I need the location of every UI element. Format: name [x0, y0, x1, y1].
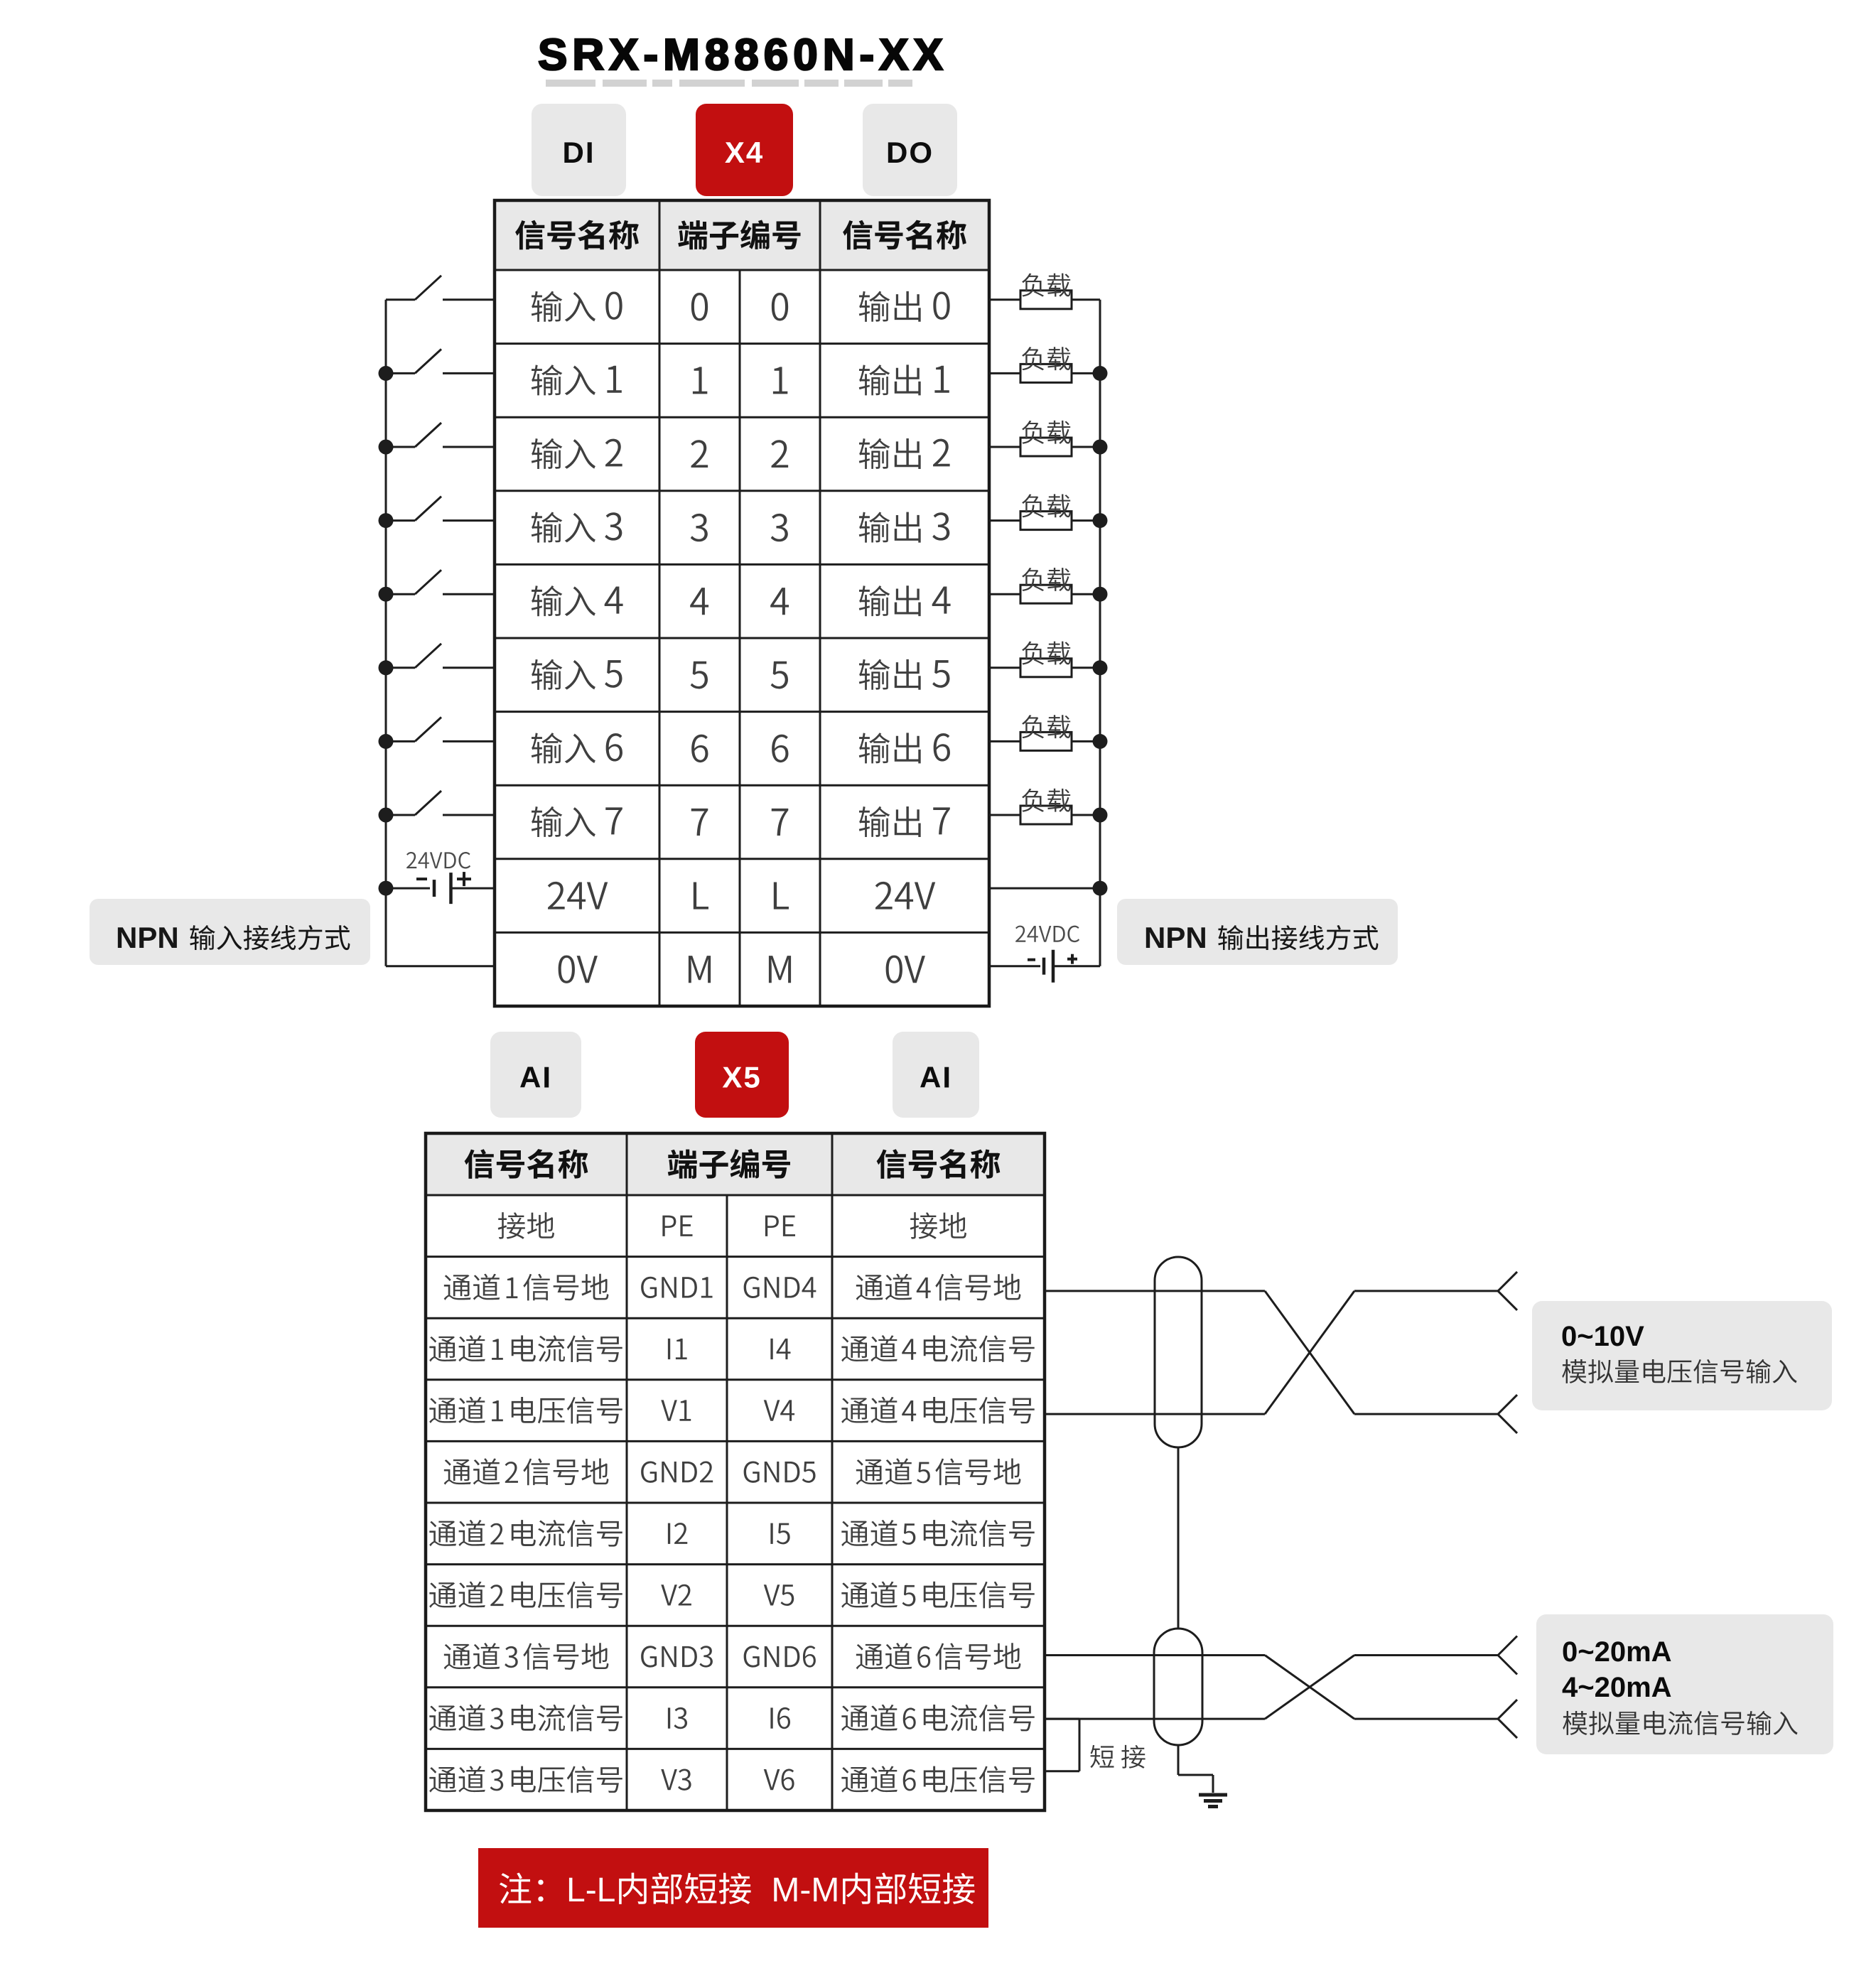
svg-text:AI: AI [519, 1061, 552, 1094]
svg-text:4~20mA: 4~20mA [1562, 1672, 1672, 1703]
svg-text:DI: DI [563, 136, 595, 169]
svg-text:M-M: M-M [771, 1872, 839, 1909]
svg-text:SRX-M8860N-XX: SRX-M8860N-XX [538, 31, 948, 80]
svg-text:X5: X5 [722, 1061, 761, 1094]
svg-text:0~20mA: 0~20mA [1562, 1636, 1672, 1668]
svg-text:L-L: L-L [566, 1872, 615, 1909]
svg-text:NPN: NPN [116, 921, 179, 954]
svg-text:NPN: NPN [1144, 921, 1207, 954]
svg-text:AI: AI [920, 1061, 952, 1094]
svg-text:0~10V: 0~10V [1561, 1321, 1644, 1352]
svg-text:DO: DO [886, 136, 934, 169]
svg-text:X4: X4 [725, 136, 764, 169]
